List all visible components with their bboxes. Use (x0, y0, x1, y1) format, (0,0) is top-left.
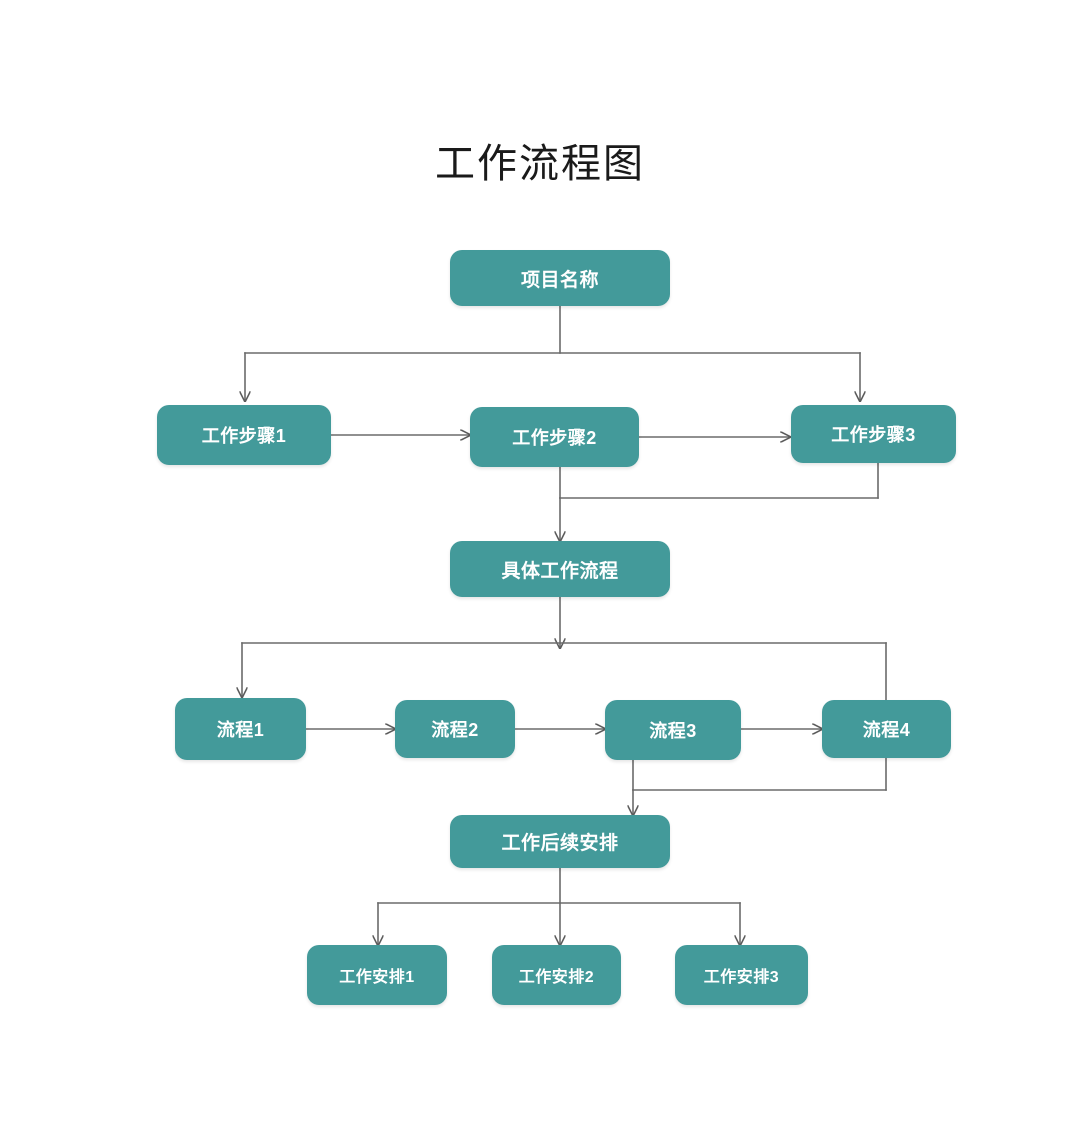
node-work-step-1[interactable]: 工作步骤1 (157, 405, 331, 465)
node-project-name[interactable]: 项目名称 (450, 250, 670, 306)
node-process-2[interactable]: 流程2 (395, 700, 515, 758)
node-process-1[interactable]: 流程1 (175, 698, 306, 760)
node-process-4[interactable]: 流程4 (822, 700, 951, 758)
node-work-step-2[interactable]: 工作步骤2 (470, 407, 639, 467)
node-work-arrangement-1[interactable]: 工作安排1 (307, 945, 447, 1005)
node-process-3[interactable]: 流程3 (605, 700, 741, 760)
node-work-arrangement-2[interactable]: 工作安排2 (492, 945, 621, 1005)
node-work-followup-arrangement[interactable]: 工作后续安排 (450, 815, 670, 868)
page-title: 工作流程图 (435, 142, 645, 186)
node-work-arrangement-3[interactable]: 工作安排3 (675, 945, 808, 1005)
node-specific-work-process[interactable]: 具体工作流程 (450, 541, 670, 597)
node-work-step-3[interactable]: 工作步骤3 (791, 405, 956, 463)
